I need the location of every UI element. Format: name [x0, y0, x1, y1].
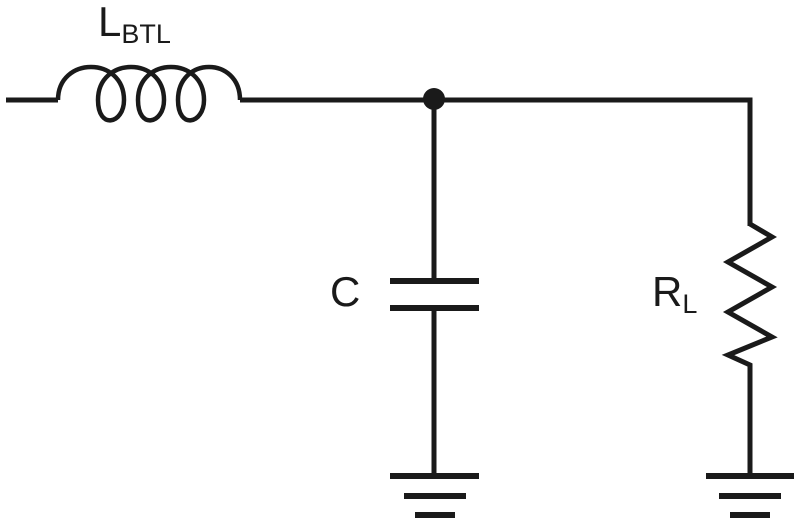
resistor-label: RL: [652, 268, 697, 319]
inductor-coil: [55, 64, 243, 123]
ground-symbol-capacitor: [390, 473, 479, 518]
top-rail-wire: [240, 97, 753, 226]
inductor-label: LBTL: [98, 0, 171, 49]
resistor-zigzag: [721, 221, 778, 474]
inductor-label-subscript: BTL: [121, 19, 171, 49]
inductor-lbtl: LBTL: [6, 0, 243, 123]
resistor-label-subscript: L: [682, 289, 697, 319]
junction-node: [423, 88, 445, 110]
capacitor-label: C: [330, 268, 360, 315]
ground-symbol-resistor: [706, 473, 794, 518]
capacitor-c: C: [330, 100, 479, 474]
resistor-rl: RL: [652, 221, 778, 474]
